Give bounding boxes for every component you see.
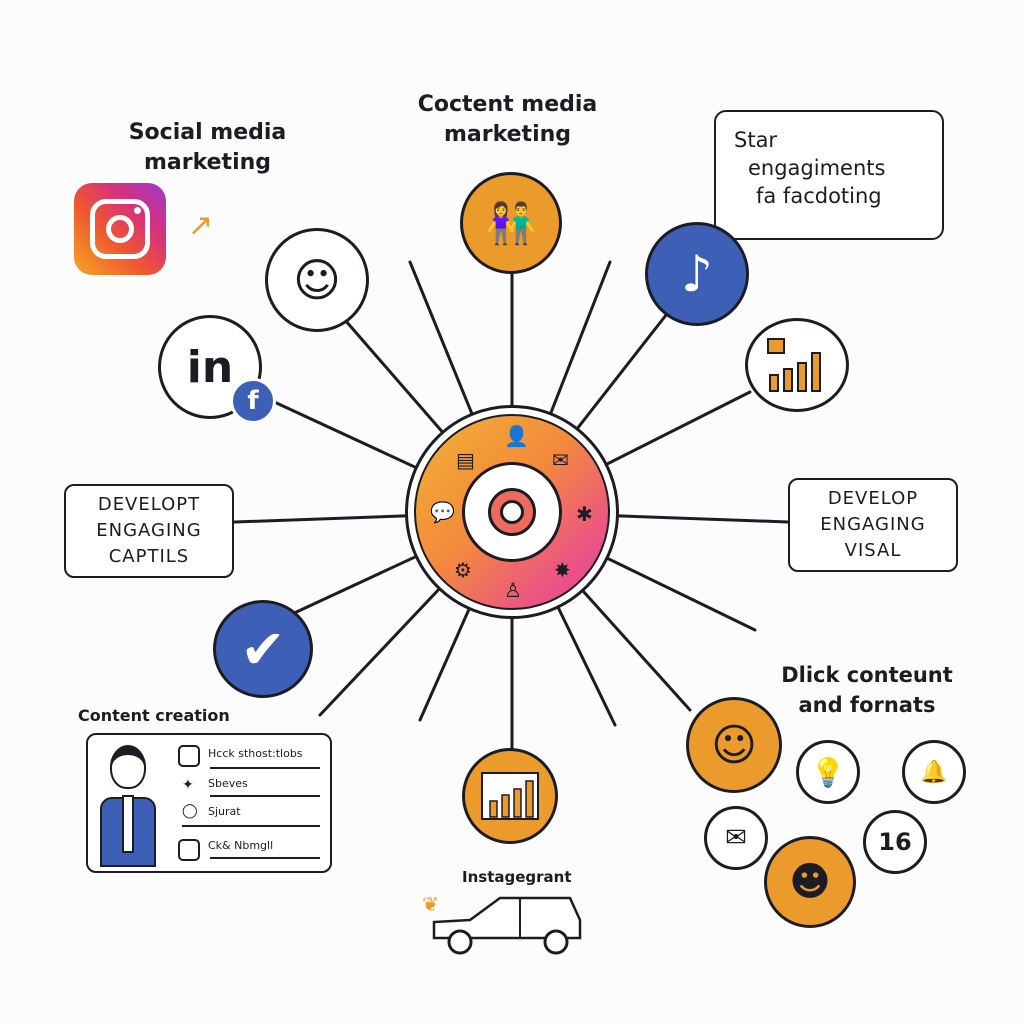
sparkle-icon: ✦ <box>182 777 194 793</box>
card-item: Ck& Nbmgll <box>208 839 274 852</box>
businessman-avatar <box>98 745 158 867</box>
document-icon: ▤ <box>456 448 475 472</box>
pin-icon: ◯ <box>182 803 198 819</box>
title-line: marketing <box>443 122 572 147</box>
camera-icon <box>178 745 200 767</box>
card-item: Hcck sthost:tlobs <box>208 747 303 760</box>
van-illustration <box>432 896 582 955</box>
speech-bubble: Star engagiments fa facdoting <box>714 110 944 240</box>
speech-line: fa facdoting <box>756 184 882 208</box>
notification-bell-icon: 🔔 <box>902 740 966 804</box>
analytics-chart-icon <box>745 318 849 412</box>
speech-line: Star <box>734 128 778 152</box>
title-line: marketing <box>143 150 272 175</box>
content-creation-title: Content creation <box>78 706 230 725</box>
title-line: Dlick conteunt <box>781 663 953 687</box>
title-line: Social media <box>128 120 287 145</box>
click-content-title: Dlick conteunt and fornats <box>762 660 972 720</box>
figure-icon: ♙ <box>504 578 522 602</box>
mail-icon: ✉ <box>704 806 768 870</box>
gear-icon: ⚙ <box>454 558 472 582</box>
divider <box>210 795 320 797</box>
arrow-icon: ↗ <box>188 208 214 243</box>
box-line: DEVELOPT <box>97 494 201 515</box>
butterfly-icon: ❦ <box>422 892 439 916</box>
card-item: Sbeves <box>208 777 248 790</box>
divider <box>182 825 320 827</box>
check-badge-icon: ✔ <box>213 600 313 698</box>
divider <box>210 857 320 859</box>
content-media-title: Coctent media marketing <box>395 90 620 150</box>
title-line: and fornats <box>798 693 936 717</box>
box-line: ENGAGING <box>820 514 926 535</box>
develop-visual-box: DEVELOP ENGAGING VISAL <box>788 478 958 572</box>
box-line: ENGAGING <box>96 520 202 541</box>
content-team-avatar: 👫 <box>460 172 562 274</box>
facebook-label: f <box>247 386 259 416</box>
avatar-person-circle: ☺ <box>686 697 782 793</box>
avatar-woman-circle: ☻ <box>764 836 856 928</box>
box-line: DEVELOP <box>827 488 919 509</box>
envelope-check-icon: ✉ <box>552 448 569 472</box>
central-hub: ▤ 👤 ✉ 💬 ✱ ⚙ ♙ ✸ <box>405 405 619 619</box>
camera-icon <box>178 839 200 861</box>
title-line: Coctent media <box>417 92 598 117</box>
instagram-logo-icon <box>74 183 166 275</box>
bar-chart-icon <box>481 772 539 820</box>
box-line: CAPTILS <box>108 546 190 567</box>
person-icon: 👤 <box>504 424 529 448</box>
chat-icon: 💬 <box>430 500 455 524</box>
target-icon <box>488 488 536 536</box>
social-media-title: Social media marketing <box>95 118 320 178</box>
analytics-bars-circle <box>462 748 558 844</box>
tiktok-icon: ♪ <box>645 222 749 326</box>
badge-number: 16 <box>878 828 912 856</box>
bar-chart-icon <box>767 338 821 392</box>
lightbulb-icon: 💡 <box>796 740 860 804</box>
puzzle-icon: ✱ <box>576 502 593 526</box>
content-creation-card: Hcck sthost:tlobs ✦ Sbeves ◯ Sjurat Ck& … <box>86 733 332 873</box>
box-line: VISAL <box>844 540 902 561</box>
star-burst-icon: ✸ <box>554 558 571 582</box>
develop-captions-box: DEVELOPT ENGAGING CAPTILS <box>64 484 234 578</box>
facebook-icon: f <box>230 378 276 424</box>
speech-line: engagiments <box>748 156 886 180</box>
divider <box>210 767 320 769</box>
avatar-man-circle: ☺ <box>265 228 369 332</box>
instagram-label: Instagegrant <box>462 868 572 886</box>
count-badge: 16 <box>863 810 927 874</box>
linkedin-label: in <box>186 341 234 393</box>
card-item: Sjurat <box>208 805 241 818</box>
